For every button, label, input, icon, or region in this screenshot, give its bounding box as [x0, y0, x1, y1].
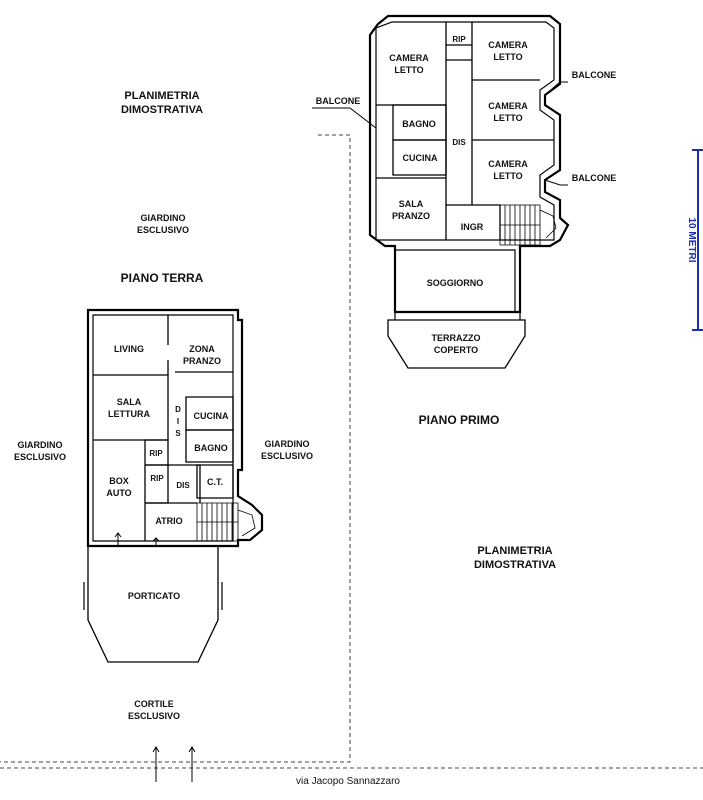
- room-camera-letto-4-line1: CAMERA: [488, 159, 528, 169]
- ground-garden-right-line2: ESCLUSIVO: [261, 451, 313, 461]
- room-camera-letto-4-line2: LETTO: [493, 171, 522, 181]
- room-ingr: INGR: [461, 222, 484, 232]
- room-sala-lettura-line2: LETTURA: [108, 409, 150, 419]
- room-sala-pranzo-line2: PRANZO: [392, 211, 430, 221]
- room-cucina-ground: CUCINA: [194, 411, 229, 421]
- first-floor-heading: PIANO PRIMO: [419, 413, 500, 427]
- room-dis-first: DIS: [452, 138, 466, 147]
- ground-garden-left-line1: GIARDINO: [18, 440, 63, 450]
- room-porticato: PORTICATO: [128, 591, 180, 601]
- courtyard-label-line2: ESCLUSIVO: [128, 711, 180, 721]
- room-zona-pranzo-line2: PRANZO: [183, 356, 221, 366]
- balcone-right-bottom-label: BALCONE: [572, 173, 617, 183]
- first-floor-plan: [368, 14, 570, 369]
- room-rip-2: RIP: [150, 474, 164, 483]
- ground-floor-heading: PIANO TERRA: [121, 271, 204, 285]
- room-terrazzo-line2: COPERTO: [434, 345, 478, 355]
- room-ct: C.T.: [207, 477, 223, 487]
- room-dis-vertical-1: D: [175, 405, 181, 414]
- scale-bar-label: 10 METRI: [686, 217, 697, 262]
- room-camera-letto-3-line2: LETTO: [493, 113, 522, 123]
- courtyard-label-line1: CORTILE: [134, 699, 174, 709]
- ground-garden-top-line2: ESCLUSIVO: [137, 225, 189, 235]
- balcone-right-bottom-leader: [544, 179, 568, 186]
- ground-plan-label-line2: DIMOSTRATIVA: [121, 104, 203, 116]
- room-box-auto-line1: BOX: [109, 476, 129, 486]
- room-dis-vertical-3: S: [175, 429, 181, 438]
- room-living: LIVING: [114, 344, 144, 354]
- street-access-arrow-2: [188, 746, 196, 782]
- first-plan-label-line1: PLANIMETRIA: [477, 545, 552, 557]
- room-camera-letto-2-line2: LETTO: [493, 52, 522, 62]
- property-boundary-vertical: [0, 134, 351, 763]
- room-camera-letto-1-line2: LETTO: [394, 65, 423, 75]
- balcone-right-top-label: BALCONE: [572, 70, 617, 80]
- scale-bar: [692, 149, 703, 331]
- room-zona-pranzo-line1: ZONA: [189, 344, 215, 354]
- ground-garden-left-line2: ESCLUSIVO: [14, 452, 66, 462]
- room-cucina-first: CUCINA: [403, 153, 438, 163]
- balcone-left-leader: [312, 107, 377, 129]
- street-name: via Jacopo Sannazzaro: [296, 776, 400, 787]
- room-sala-lettura-line1: SALA: [117, 397, 142, 407]
- ground-garden-top-line1: GIARDINO: [141, 213, 186, 223]
- ground-garden-right-line1: GIARDINO: [265, 439, 310, 449]
- room-rip-1: RIP: [149, 449, 163, 458]
- room-box-auto-line2: AUTO: [106, 488, 131, 498]
- street-access-arrow-1: [152, 746, 160, 782]
- ground-plan-label-line1: PLANIMETRIA: [124, 90, 199, 102]
- room-terrazzo-line1: TERRAZZO: [432, 333, 481, 343]
- balcone-right-top-leader: [544, 81, 568, 96]
- first-plan-label-line2: DIMOSTRATIVA: [474, 559, 556, 571]
- ground-floor-plan: [83, 308, 264, 663]
- room-bagno-first: BAGNO: [402, 119, 436, 129]
- room-atrio: ATRIO: [155, 516, 182, 526]
- room-camera-letto-2-line1: CAMERA: [488, 40, 528, 50]
- room-camera-letto-1-line1: CAMERA: [389, 53, 429, 63]
- room-bagno-ground: BAGNO: [194, 443, 228, 453]
- room-dis-vertical-2: I: [177, 417, 179, 426]
- balcone-left-label: BALCONE: [316, 96, 361, 106]
- room-sala-pranzo-line1: SALA: [399, 199, 424, 209]
- room-rip-first: RIP: [452, 35, 466, 44]
- room-soggiorno: SOGGIORNO: [427, 278, 484, 288]
- room-camera-letto-3-line1: CAMERA: [488, 101, 528, 111]
- room-dis-ground: DIS: [176, 481, 190, 490]
